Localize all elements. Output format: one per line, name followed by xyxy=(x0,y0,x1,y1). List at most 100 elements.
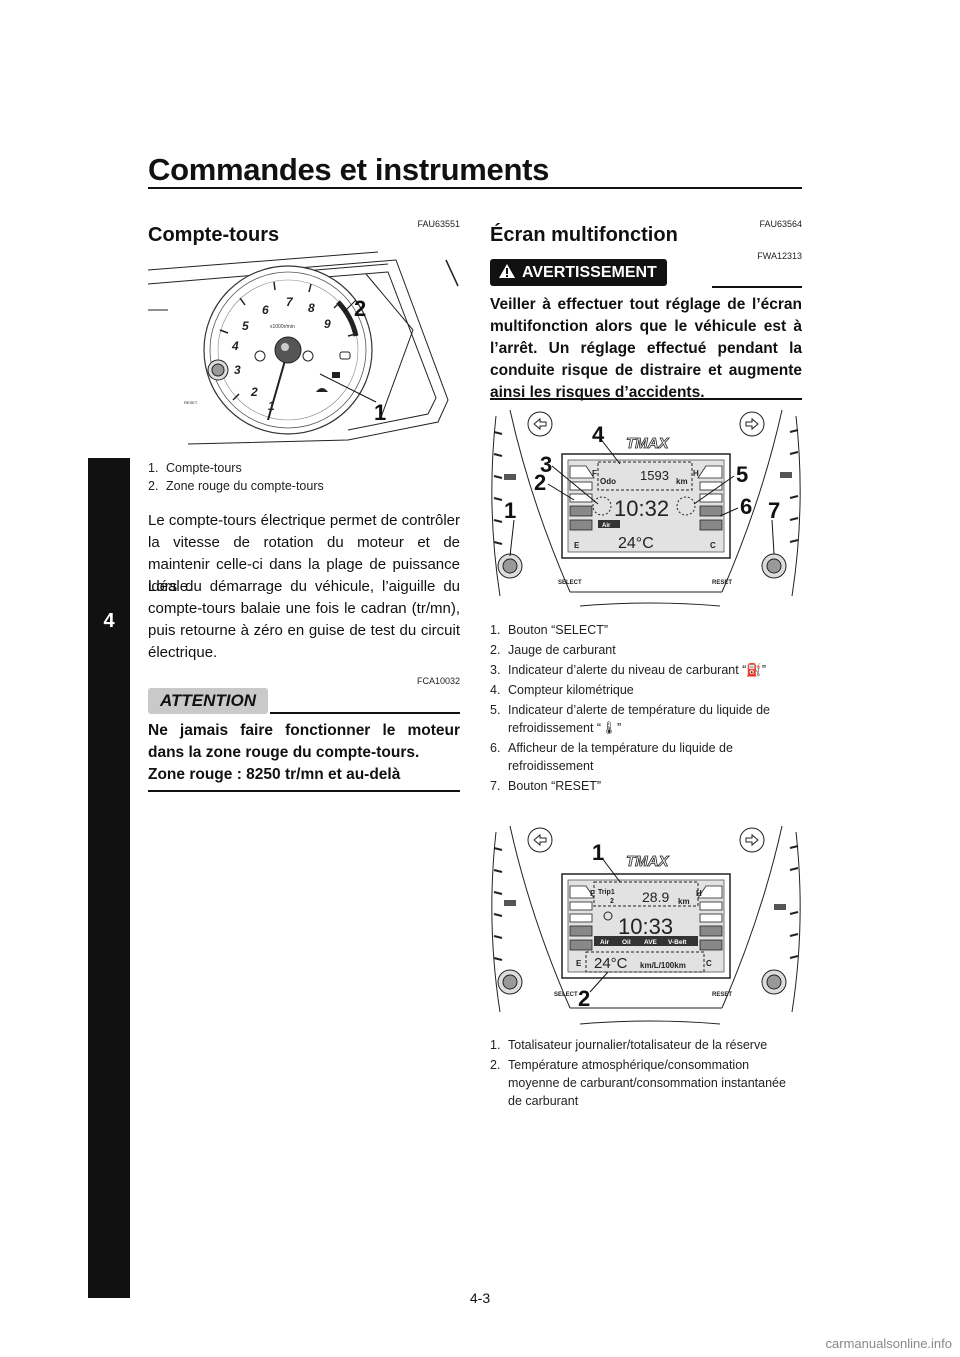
caption-item: 5.Indicateur d’alerte de température du … xyxy=(490,701,802,737)
warning-box: AVERTISSEMENT xyxy=(490,259,667,286)
gauge-h: H xyxy=(693,469,699,478)
watermark: carmanualsonline.info xyxy=(825,1336,952,1351)
display-captions-2: 1. Totalisateur journalier/totalisateur d… xyxy=(490,1036,802,1110)
gauge-e: E xyxy=(576,959,582,968)
trip-label: Trip1 xyxy=(598,889,615,896)
dial-number: 3 xyxy=(234,363,241,377)
caption-number: 1. xyxy=(490,623,501,637)
warning-label-pill: AVERTISSEMENT xyxy=(490,259,667,286)
caption-text: Jauge de carburant xyxy=(508,643,616,657)
chapter-tab xyxy=(88,458,130,1298)
figure-callout: 7 xyxy=(768,498,780,523)
caption-number: 7. xyxy=(490,779,501,793)
reset-label: RESET xyxy=(712,580,732,586)
caption-number: 2. xyxy=(490,643,501,657)
trip-sub: 2 xyxy=(610,898,614,905)
caption-text: Bouton “SELECT” xyxy=(508,623,609,637)
consumption-unit: km/L/100km xyxy=(640,961,686,970)
display-tab: V-Belt xyxy=(668,939,687,946)
gauge-h: H xyxy=(696,889,702,898)
page-number: 4-3 xyxy=(469,1290,491,1306)
caption-number: 1. xyxy=(490,1038,501,1052)
dial-number: 6 xyxy=(262,303,269,317)
dial-number: 2 xyxy=(250,385,258,399)
warning-bottom-rule xyxy=(490,398,802,400)
gauge-f: F xyxy=(592,469,597,478)
select-label: SELECT xyxy=(558,580,582,586)
caption-text: Indicateur d’alerte de température du li… xyxy=(508,703,770,735)
reset-label: RESET xyxy=(184,400,198,405)
multifunction-display-figure-2: TMAX F H Trip1 2 28.9 km 10:33 Air Oil A… xyxy=(491,825,801,1025)
dial-number: 7 xyxy=(286,295,294,309)
caption-text: Totalisateur journalier/totalisateur de … xyxy=(508,1038,768,1052)
caption-number: 4. xyxy=(490,683,501,697)
display-tab: Oil xyxy=(622,939,631,946)
figure-callout: 4 xyxy=(592,422,605,447)
caption-item: 1. Bouton “SELECT” xyxy=(490,621,802,639)
caption-number: 2. xyxy=(490,1058,501,1072)
multifunction-display-figure-1: TMAX F H Odo 1593 km 10:32 Air E 24°C C … xyxy=(491,409,801,607)
section-code-right: FAU63564 xyxy=(759,219,802,229)
section-heading-multifunction: Écran multifonction xyxy=(490,224,678,246)
tachometer-figure: 1 2 3 4 5 6 7 8 9 x1000r/min RESET 1 2 xyxy=(148,251,459,445)
dial-unit: x1000r/min xyxy=(270,324,295,330)
figure-callout: 2 xyxy=(534,470,546,495)
select-label: SELECT xyxy=(554,992,578,998)
caution-text-2: Zone rouge : 8250 tr/mn et au-delà xyxy=(148,766,401,783)
tmax-logo: TMAX xyxy=(626,853,669,870)
caution-bottom-rule xyxy=(148,790,460,792)
dial-number: 5 xyxy=(242,319,249,333)
trip-value: 28.9 xyxy=(642,889,669,905)
gauge-c: C xyxy=(706,959,712,968)
caution-box: ATTENTION xyxy=(148,688,460,714)
tmax-logo: TMAX xyxy=(626,435,669,452)
clock-value: 10:33 xyxy=(618,914,673,939)
caution-label: ATTENTION xyxy=(148,688,269,714)
temp-value: 24°C xyxy=(594,955,628,972)
display-captions-1: 1. Bouton “SELECT” 2. Jauge de carburant 3… xyxy=(490,621,802,795)
page-title: Commandes et instruments xyxy=(148,152,550,187)
dial-number: 4 xyxy=(231,339,239,353)
tachometer-paragraph-1: Le compte-tours électrique permet de con… xyxy=(148,512,460,595)
odo-value: 1593 xyxy=(640,468,669,483)
caption-item: 3. Indicateur d’alerte du niveau de carbu… xyxy=(490,661,802,679)
dial-number: 9 xyxy=(324,317,331,331)
caption-text: Compteur kilométrique xyxy=(508,683,634,697)
trip-unit: km xyxy=(678,897,690,906)
caution-code: FCA10032 xyxy=(416,676,460,686)
figure-callout: 2 xyxy=(578,986,590,1011)
clock-value: 10:32 xyxy=(614,496,669,521)
figure-callout: 3 xyxy=(540,452,552,477)
tachometer-captions: 1. Compte-tours 2. Zone rouge du compte-… xyxy=(148,459,460,495)
caption-text: Zone rouge du compte-tours xyxy=(166,479,324,493)
caption-item: 1. Compte-tours xyxy=(148,459,460,477)
warning-label: AVERTISSEMENT xyxy=(522,264,657,281)
caption-text: Indicateur d’alerte du niveau de carbura… xyxy=(508,663,767,677)
caption-item: 4. Compteur kilométrique xyxy=(490,681,802,699)
odo-label: Odo xyxy=(600,477,616,486)
warning-rule xyxy=(712,286,802,288)
figure-callout: 1 xyxy=(374,400,386,425)
caption-item: 1. Totalisateur journalier/totalisateur d… xyxy=(490,1036,802,1054)
air-label: Air xyxy=(602,523,611,529)
temp-value: 24°C xyxy=(618,535,654,552)
caption-text: Compte-tours xyxy=(166,461,242,475)
caption-number: 6. xyxy=(490,741,501,755)
warning-icon xyxy=(498,263,516,279)
caption-text: Afficheur de la température du liquide d… xyxy=(508,741,733,773)
gauge-f: F xyxy=(590,889,595,898)
odo-unit: km xyxy=(676,477,688,486)
warning-code: FWA12313 xyxy=(757,251,802,261)
caption-number: 1. xyxy=(148,461,159,475)
tachometer-paragraph-2: Lors du démarrage du véhicule, l’aiguill… xyxy=(148,578,460,661)
caption-number: 3. xyxy=(490,663,501,677)
caption-item: 6. Afficheur de la température du liquide… xyxy=(490,739,802,775)
warning-text: Veiller à effectuer tout réglage de l’éc… xyxy=(490,296,802,401)
section-code-left: FAU63551 xyxy=(417,219,460,229)
figure-callout: 5 xyxy=(736,462,748,487)
figure-callout: 1 xyxy=(504,498,516,523)
chapter-number: 4 xyxy=(103,610,115,632)
caption-item: 2. Zone rouge du compte-tours xyxy=(148,477,460,495)
gauge-e: E xyxy=(574,541,580,550)
caption-item: 2. Jauge de carburant xyxy=(490,641,802,659)
